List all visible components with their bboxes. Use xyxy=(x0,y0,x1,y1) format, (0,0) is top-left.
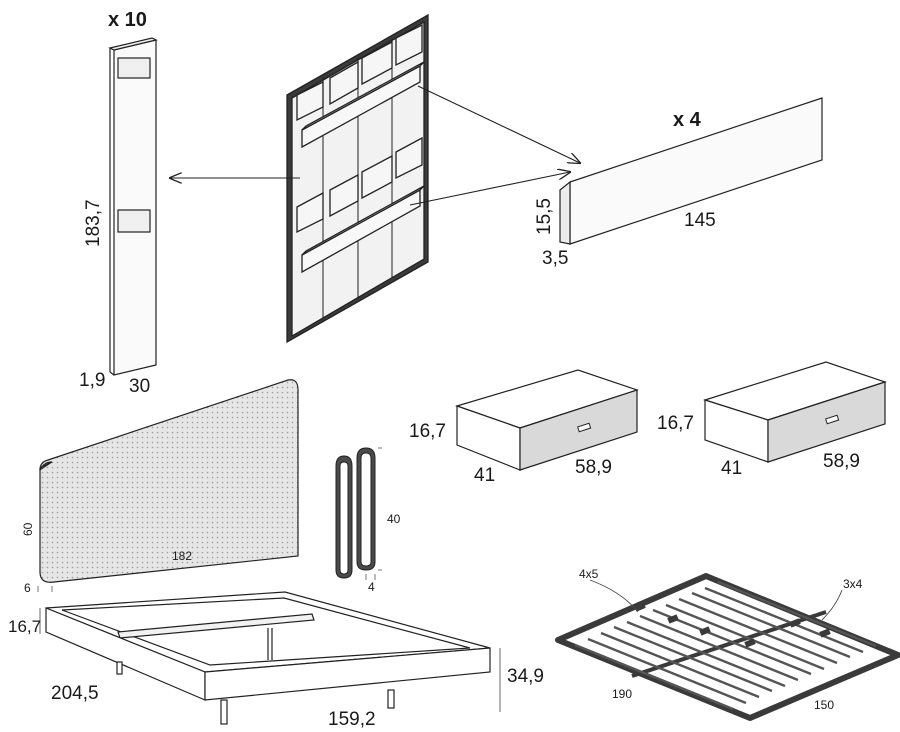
bed-frame-width: 159,2 xyxy=(328,709,376,730)
nightstand-left-height: 16,7 xyxy=(409,421,446,442)
headboard xyxy=(39,379,299,583)
panel-strip xyxy=(108,37,158,376)
bracket-dim-lines xyxy=(365,447,382,580)
nightstand-right-height: 16,7 xyxy=(657,413,694,434)
headboard-width: 182 xyxy=(172,549,193,563)
nightstand-left-width: 58,9 xyxy=(575,457,612,478)
bed-dim-lines xyxy=(39,608,501,712)
nightstand-right-width: 58,9 xyxy=(823,451,860,472)
panel-strip-thickness: 1,9 xyxy=(79,370,106,391)
shelf-length: 145 xyxy=(684,210,716,231)
bed-frame-height: 16,7 xyxy=(8,617,42,636)
wall-brackets xyxy=(335,447,376,579)
headboard-dim-lines xyxy=(37,586,53,592)
nightstand-left xyxy=(455,369,639,471)
bed-frame-total-height: 34,9 xyxy=(507,666,544,687)
shelf-board xyxy=(559,97,823,245)
headboard-height: 60 xyxy=(21,522,35,536)
slatted-base-length: 190 xyxy=(612,687,633,701)
nightstand-left-depth: 41 xyxy=(474,465,496,486)
slatted-base-width: 150 xyxy=(814,698,835,712)
slatted-base xyxy=(555,573,900,721)
nightstand-right xyxy=(703,361,887,463)
shelf-height: 15,5 xyxy=(534,198,555,235)
shelf-depth: 3,5 xyxy=(542,248,569,269)
bed-frame-length: 204,5 xyxy=(51,683,99,704)
panel-strip-count: x 10 xyxy=(108,9,147,31)
slatted-base-right-spec: 3x4 xyxy=(843,577,863,591)
assembly-arrows xyxy=(170,85,580,206)
headboard-depth: 6 xyxy=(24,581,31,595)
panel-strip-width: 30 xyxy=(129,376,151,397)
bracket-height: 40 xyxy=(387,512,401,526)
panel-strip-height: 183,7 xyxy=(83,199,104,247)
wall-panel xyxy=(286,13,429,344)
bracket-width: 4 xyxy=(368,580,375,594)
bed-frame xyxy=(45,591,491,725)
shelf-count: x 4 xyxy=(673,109,701,131)
nightstand-right-depth: 41 xyxy=(721,458,743,479)
slatted-base-left-spec: 4x5 xyxy=(579,567,599,581)
